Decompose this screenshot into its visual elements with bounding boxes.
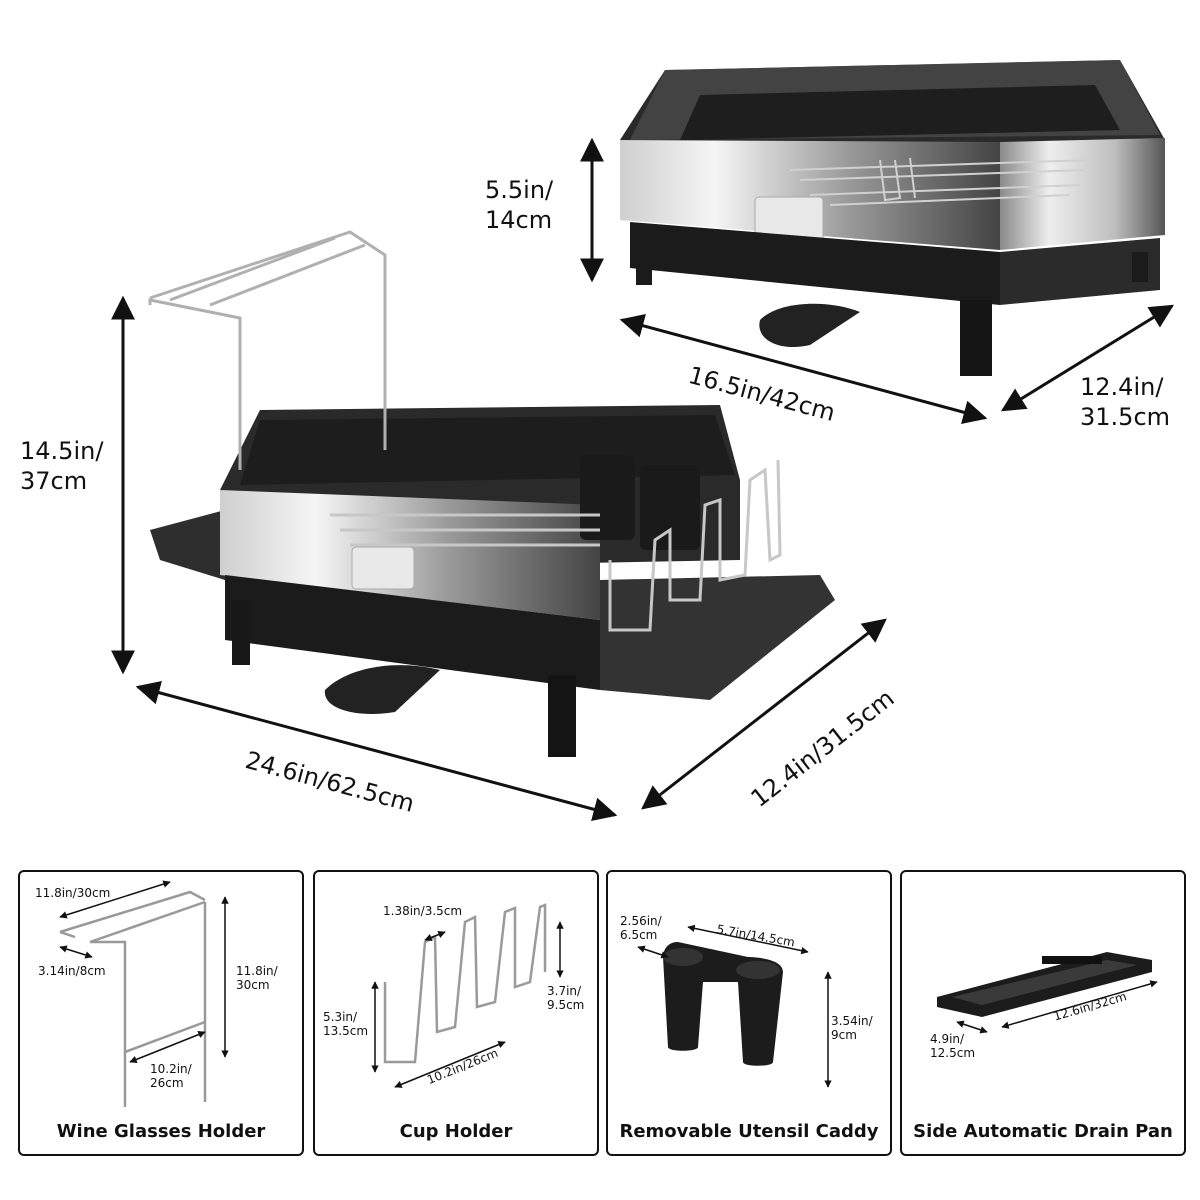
cup-holder-image [371, 903, 564, 1088]
panel-drain-pan: 4.9in/ 12.5cm 12.6in/32cm Side Automatic… [900, 870, 1186, 1156]
wine-holder-length-label: 10.2in/ 26cm [150, 1062, 192, 1090]
panel-cup-holder: 1.38in/3.5cm 5.3in/ 13.5cm 3.7in/ 9.5cm … [313, 870, 599, 1156]
drain-pan-depth-label: 4.9in/ 12.5cm [930, 1032, 976, 1060]
panel-wine-glasses-holder: 11.8in/30cm 3.14in/8cm 11.8in/ 30cm 10.2… [18, 870, 304, 1156]
caddy-diameter-label: 2.56in/ 6.5cm [620, 914, 662, 942]
small-rack-height-label: 5.5in/ 14cm [485, 176, 554, 234]
dimension-arrows [111, 137, 1175, 821]
drain-pan-label: Side Automatic Drain Pan [913, 1121, 1173, 1142]
cup-holder-label: Cup Holder [399, 1121, 513, 1142]
full-dish-rack-image [148, 230, 835, 757]
cup-holder-height-label: 5.3in/ 13.5cm [323, 1010, 369, 1038]
cup-holder-inner-height-label: 3.7in/ 9.5cm [547, 984, 585, 1012]
drain-pan-image [937, 952, 1158, 1034]
wine-glasses-holder-image [59, 880, 229, 1107]
wine-holder-height-label: 11.8in/ 30cm [236, 964, 278, 992]
wine-holder-depth-label: 3.14in/8cm [38, 964, 106, 978]
utensil-caddy-image [637, 924, 832, 1088]
wine-holder-width-label: 11.8in/30cm [35, 886, 111, 900]
small-dish-rack-image [620, 60, 1165, 376]
small-rack-depth-label: 12.4in/ 31.5cm [1080, 373, 1171, 431]
panel-utensil-caddy: 2.56in/ 6.5cm 5.7in/14.5cm 3.54in/ 9cm R… [606, 870, 892, 1156]
utensil-caddy-label: Removable Utensil Caddy [619, 1121, 879, 1142]
cup-holder-gap-label: 1.38in/3.5cm [383, 904, 463, 918]
caddy-height-label: 3.54in/ 9cm [831, 1014, 873, 1042]
wine-glasses-holder-label: Wine Glasses Holder [56, 1121, 266, 1142]
main-illustration [111, 60, 1175, 821]
full-rack-height-label: 14.5in/ 37cm [20, 437, 104, 495]
